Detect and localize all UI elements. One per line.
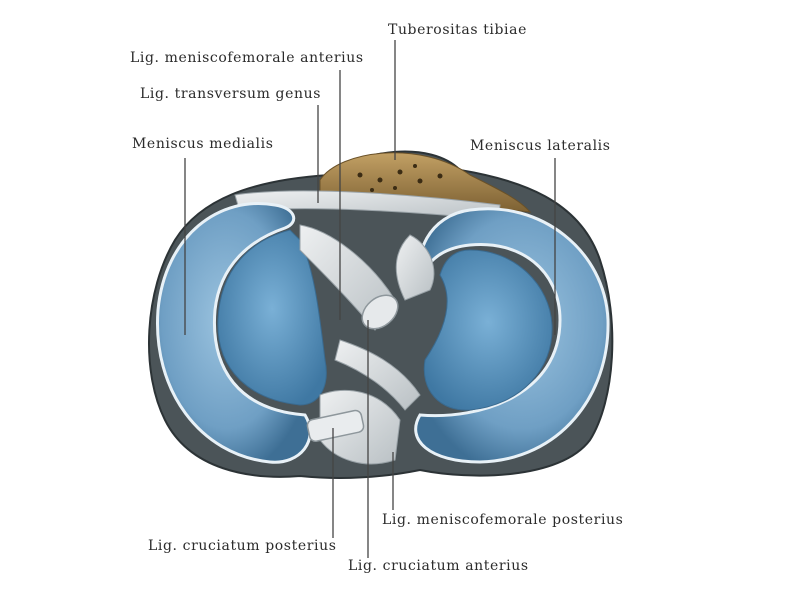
label-meniscus-lateralis: Meniscus lateralis xyxy=(470,138,611,154)
label-lig-cruciatum-posterius: Lig. cruciatum posterius xyxy=(148,538,337,554)
lateral-cartilage-shape xyxy=(423,249,553,411)
tuberosity-dots xyxy=(357,164,443,192)
lig-meniscofemorale-anterius-shape xyxy=(395,234,435,301)
label-tuberositas-tibiae: Tuberositas tibiae xyxy=(388,22,527,38)
label-lig-cruciatum-anterius: Lig. cruciatum anterius xyxy=(348,558,529,574)
label-meniscus-medialis: Meniscus medialis xyxy=(132,136,274,152)
label-lig-transversum-genus: Lig. transversum genus xyxy=(140,86,321,102)
label-lig-meniscofemorale-posterius: Lig. meniscofemorale posterius xyxy=(382,512,624,528)
posterior-stump xyxy=(306,409,365,443)
leader-lines xyxy=(184,40,556,558)
cruciate-stump xyxy=(361,294,399,330)
label-lig-meniscofemorale-anterius: Lig. meniscofemorale anterius xyxy=(130,50,364,66)
medial-cartilage-shape xyxy=(217,229,327,406)
